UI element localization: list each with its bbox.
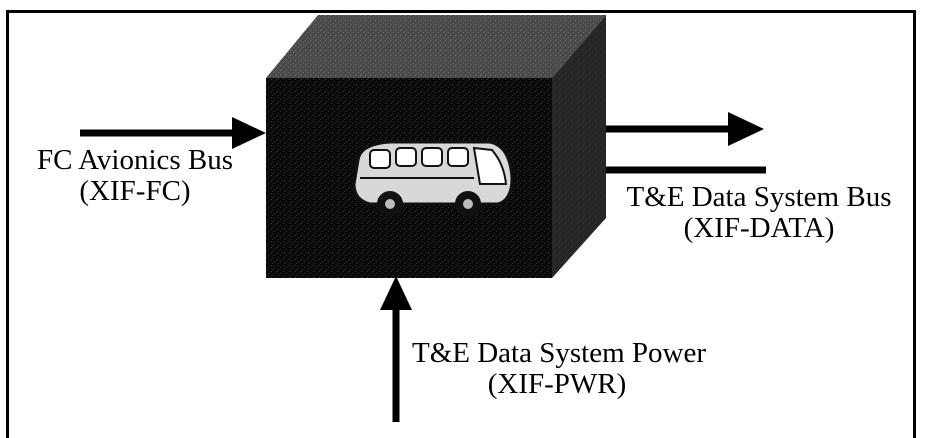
data-bus-name: T&E Data System Bus — [626, 181, 892, 213]
fc-bus-name: FC Avionics Bus — [36, 144, 234, 176]
fc-bus-id: (XIF-FC) — [79, 175, 191, 207]
fc-bus-label: FC Avionics Bus (XIF-FC) — [0, 145, 270, 207]
bus-icon — [352, 140, 514, 217]
data-bus-label: T&E Data System Bus (XIF-DATA) — [606, 182, 912, 244]
power-name: T&E Data System Power — [412, 337, 706, 369]
data-bus-id: (XIF-DATA) — [683, 212, 835, 244]
data-output-arrow — [606, 112, 764, 146]
power-input-arrow — [380, 276, 412, 422]
power-id: (XIF-PWR) — [487, 368, 627, 400]
diagram-frame — [6, 10, 916, 438]
fc-input-arrow — [80, 117, 266, 149]
power-label: T&E Data System Power (XIF-PWR) — [412, 337, 706, 400]
